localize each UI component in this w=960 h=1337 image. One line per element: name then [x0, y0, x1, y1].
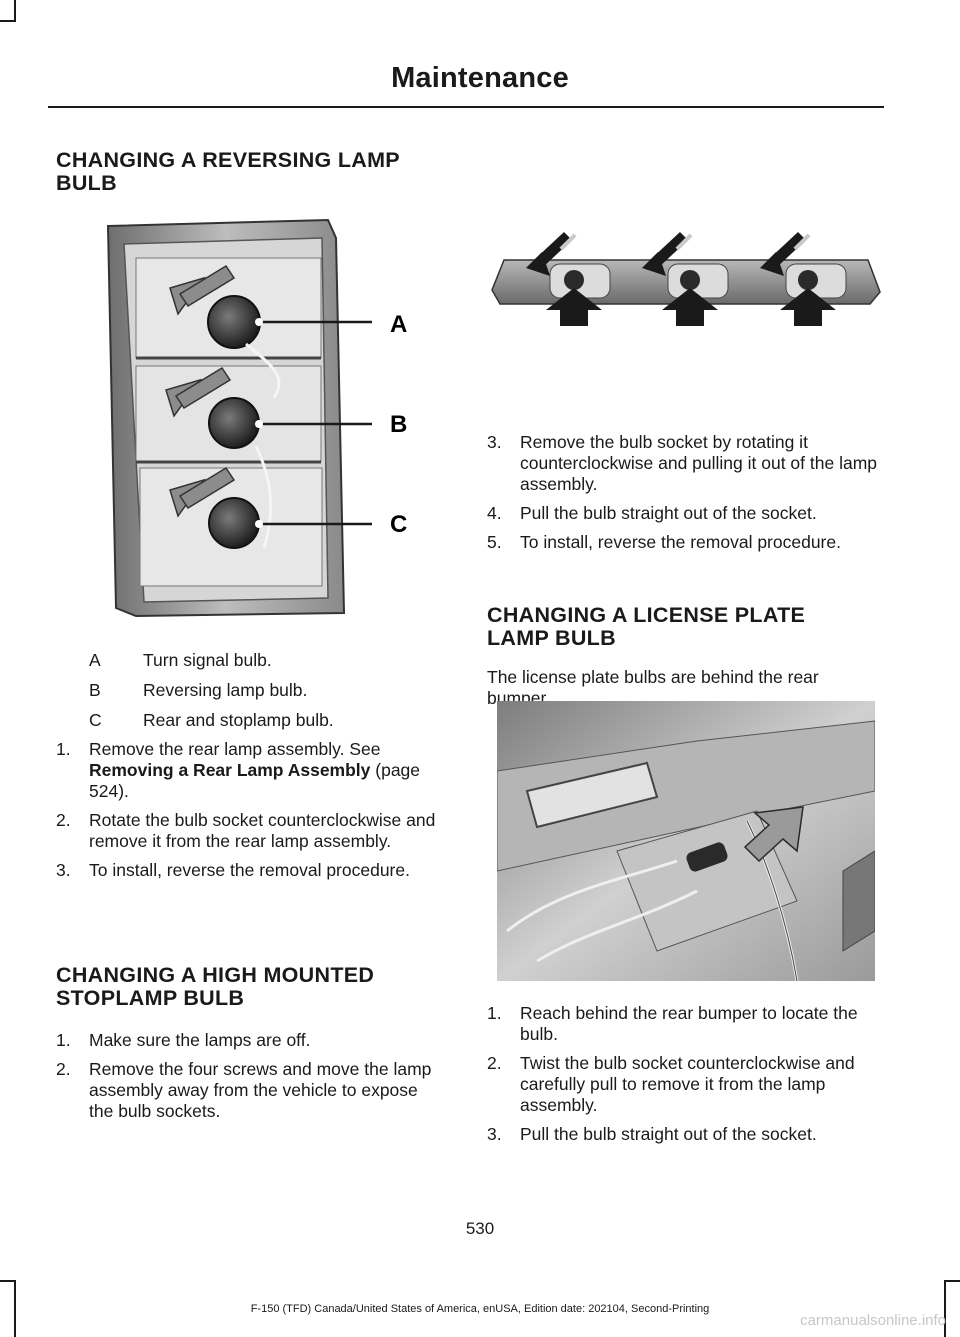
list-item: 2.Twist the bulb socket counterclockwise…	[487, 1053, 855, 1115]
rotate-arrow-icon	[526, 232, 806, 276]
bulb-socket-icon	[798, 270, 818, 290]
bulb-socket-icon	[680, 270, 700, 290]
footer-text: F-150 (TFD) Canada/United States of Amer…	[250, 1303, 710, 1315]
bulb-socket-icon	[564, 270, 584, 290]
page-number: 530	[465, 1219, 495, 1238]
stoplamp-bulb-socket	[208, 497, 260, 549]
watermark: carmanualsonline.info	[800, 1312, 946, 1329]
pull-arrow-icon	[546, 288, 836, 326]
list-item: 3.To install, reverse the removal proced…	[56, 860, 410, 880]
license-plate-lamp-figure	[497, 701, 875, 981]
crop-mark	[944, 1280, 946, 1337]
page-title: Maintenance	[391, 62, 569, 94]
callout-a: A	[390, 311, 407, 338]
list-item: 3.Remove the bulb socket by rotating it …	[487, 432, 878, 494]
list-item: 2.Remove the four screws and move the la…	[56, 1059, 432, 1121]
list-item: 1.Reach behind the rear bumper to locate…	[487, 1003, 858, 1044]
crop-mark	[14, 0, 16, 22]
crop-mark	[14, 1280, 16, 1337]
reversing-steps: 1.Remove the rear lamp assembly. See Rem…	[56, 739, 446, 889]
crop-mark	[0, 1280, 16, 1282]
crop-mark	[0, 20, 16, 22]
crop-mark	[944, 1280, 960, 1282]
header-rule	[48, 106, 884, 108]
callout-b: B	[390, 411, 407, 438]
list-item: 4.Pull the bulb straight out of the sock…	[487, 503, 817, 523]
rear-lamp-figure: A B C	[106, 218, 407, 618]
license-steps: 1.Reach behind the rear bumper to locate…	[487, 1003, 883, 1153]
page-reference-link[interactable]: Removing a Rear Lamp Assembly	[89, 760, 371, 780]
turn-signal-bulb-socket	[207, 295, 261, 349]
list-item: 2.Rotate the bulb socket counterclockwis…	[56, 810, 436, 851]
list-item: 1.Remove the rear lamp assembly. See Rem…	[56, 739, 421, 801]
pull-arrow-icon	[743, 806, 804, 863]
list-item: 3.Pull the bulb straight out of the sock…	[487, 1124, 817, 1144]
high-mount-stoplamp-figure	[491, 232, 881, 326]
list-item: 5.To install, reverse the removal proced…	[487, 532, 841, 552]
rotate-arrow-icon	[165, 264, 236, 518]
highmount-steps-left: 1.Make sure the lamps are off. 2.Remove …	[56, 1030, 446, 1130]
callout-c: C	[390, 511, 407, 538]
reversing-bulb-socket	[208, 397, 260, 449]
highmount-steps-right: 3.Remove the bulb socket by rotating it …	[487, 432, 883, 561]
license-bulb-socket-icon	[686, 842, 728, 872]
list-item: 1.Make sure the lamps are off.	[56, 1030, 311, 1050]
